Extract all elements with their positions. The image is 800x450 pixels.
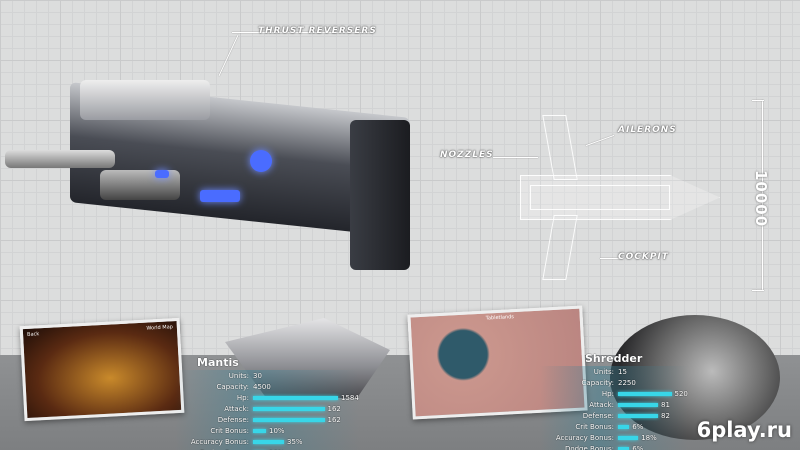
- battleship-render: [0, 60, 430, 270]
- stat-value: 10%: [269, 426, 285, 435]
- stat-row: Defense: 82: [540, 410, 688, 421]
- callout-nozzles: NOZZLES: [440, 150, 494, 160]
- stat-row: Capacity: 4500: [175, 381, 359, 392]
- stat-bar: [618, 424, 630, 429]
- stat-label: Attack:: [589, 400, 614, 409]
- stat-value: 4500: [253, 382, 271, 391]
- stat-bar: [618, 413, 658, 418]
- stat-value: 162: [327, 415, 341, 424]
- stat-label: Hp:: [236, 393, 249, 402]
- stat-label: Crit Bonus:: [575, 422, 614, 431]
- stat-label: Units:: [593, 367, 614, 376]
- stat-bar: [253, 428, 266, 433]
- stat-bar: [253, 439, 284, 444]
- stat-value: 35%: [287, 437, 303, 446]
- stat-bar: [253, 395, 338, 400]
- stat-label: Defense:: [582, 411, 614, 420]
- stat-row: Crit Bonus: 10%: [175, 425, 359, 436]
- battle-map-title: Tabletlands: [485, 314, 515, 322]
- stat-bar: [618, 391, 672, 396]
- stat-row: Accuracy Bonus: 18%: [540, 432, 688, 443]
- stat-label: Accuracy Bonus:: [190, 437, 249, 446]
- callout-thrust-reversers: THRUST REVERSERS: [258, 26, 377, 36]
- stat-row: Capacity: 2250: [540, 377, 688, 388]
- stat-bar: [253, 406, 325, 411]
- stat-row: Hp: 1584: [175, 392, 359, 403]
- stat-value: 520: [674, 389, 688, 398]
- stat-bar: [618, 402, 658, 407]
- stat-value: 2250: [618, 378, 636, 387]
- stat-row: Attack: 81: [540, 399, 688, 410]
- stat-value: 82: [661, 411, 670, 420]
- stat-label: Dodge Bonus:: [564, 444, 614, 450]
- stat-row: Crit Bonus: 6%: [540, 421, 688, 432]
- stat-row: Dodge Bonus: 10%: [175, 447, 359, 450]
- back-button[interactable]: Back: [26, 331, 40, 338]
- stat-value: 81: [661, 400, 670, 409]
- stat-label: Capacity:: [216, 382, 249, 391]
- stat-bar: [253, 417, 325, 422]
- unit-name: Shredder: [585, 352, 643, 365]
- callout-cockpit: COCKPIT: [618, 252, 669, 262]
- unit-name: Mantis: [197, 356, 239, 369]
- shredder-unit-render: [610, 315, 780, 440]
- world-map-screenshot: Back World Map: [19, 317, 185, 422]
- stat-value: 6%: [632, 422, 644, 431]
- stat-label: Crit Bonus:: [210, 426, 249, 435]
- dimension-label: 10000: [752, 170, 770, 228]
- stat-row: Attack: 162: [175, 403, 359, 414]
- stat-value: 162: [327, 404, 341, 413]
- stat-row: Units: 30: [175, 370, 359, 381]
- watermark: 6play.ru: [696, 418, 792, 442]
- stat-label: Units:: [228, 371, 249, 380]
- stat-row: Units: 15: [540, 366, 688, 377]
- stat-label: Defense:: [217, 415, 249, 424]
- stat-row: Hp: 520: [540, 388, 688, 399]
- stat-value: 15: [618, 367, 627, 376]
- stat-label: Dodge Bonus:: [175, 449, 253, 450]
- stat-value: 1584: [341, 393, 359, 402]
- stat-value: 30: [253, 371, 262, 380]
- stat-bar: [618, 446, 630, 450]
- stat-label: Capacity:: [581, 378, 614, 387]
- callout-ailerons: AILERONS: [618, 125, 677, 135]
- stat-value: 18%: [641, 433, 657, 442]
- stat-row: Defense: 162: [175, 414, 359, 425]
- stat-value: 10%: [269, 449, 285, 450]
- stat-label: Accuracy Bonus:: [555, 433, 614, 442]
- stat-label: Hp:: [601, 389, 614, 398]
- world-map-title: World Map: [146, 324, 174, 332]
- dimension-line: [762, 100, 763, 290]
- stat-row: Dodge Bonus: 6%: [540, 443, 688, 450]
- stat-label: Attack:: [224, 404, 249, 413]
- stat-value: 6%: [632, 444, 644, 450]
- stat-bar: [618, 435, 639, 440]
- stat-row: Accuracy Bonus: 35%: [175, 436, 359, 447]
